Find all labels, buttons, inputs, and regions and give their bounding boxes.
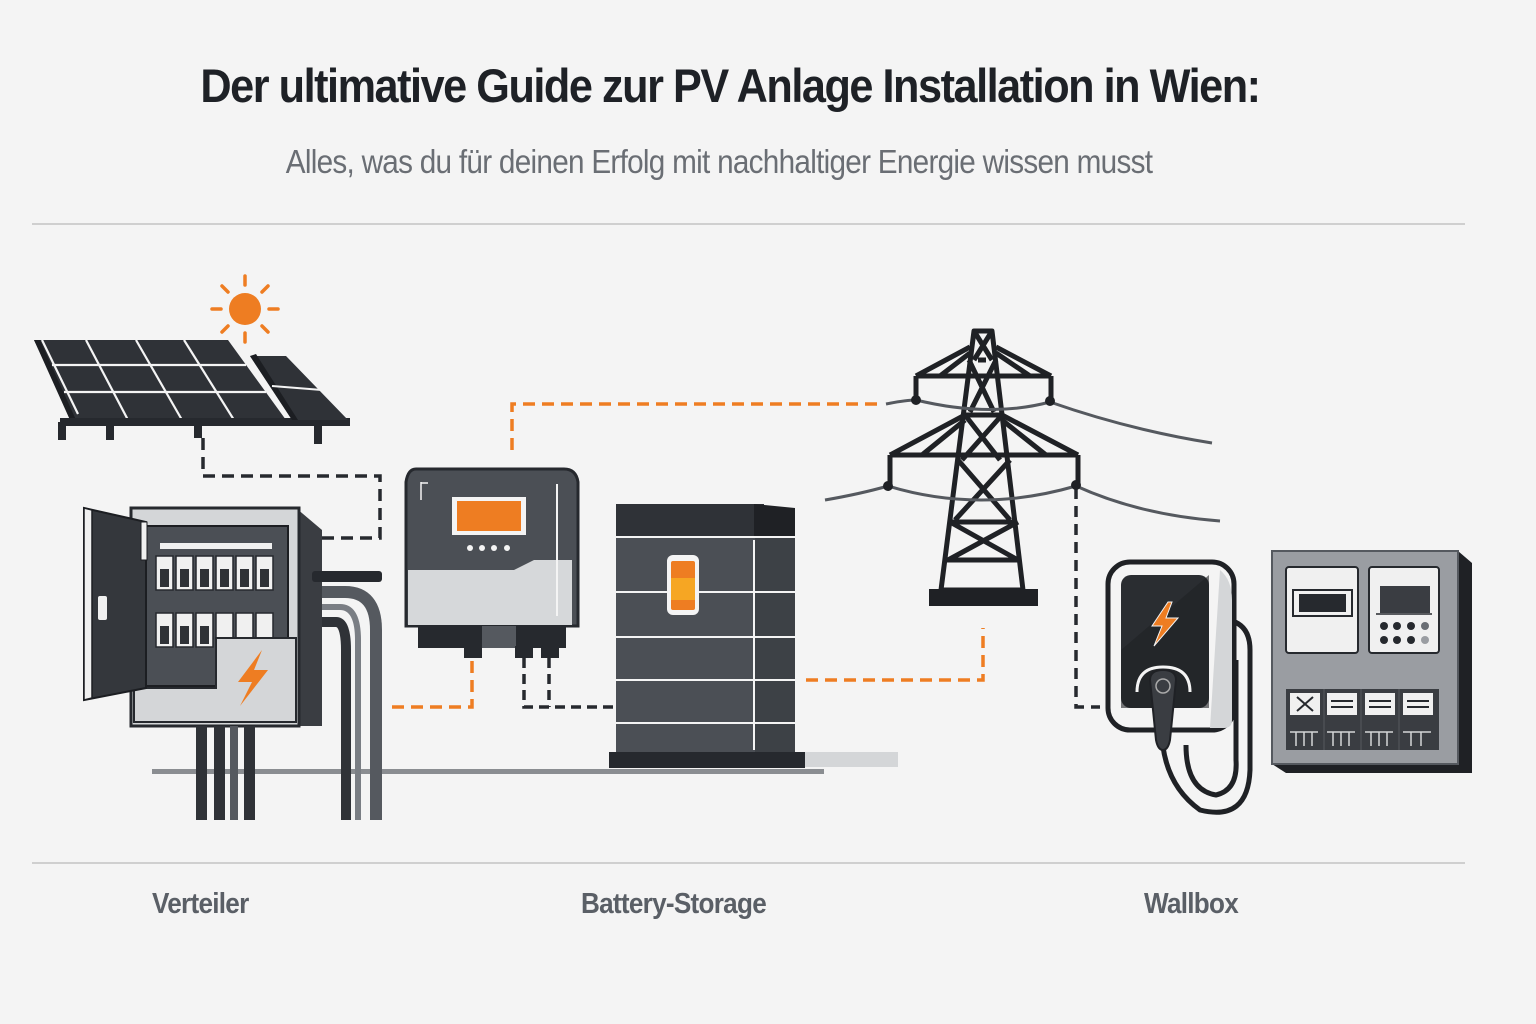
connection-grid-to-wallbox	[1074, 488, 1100, 709]
page-subtitle: Alles, was du für deinen Erfolg mit nach…	[285, 143, 1153, 180]
connection-inverter-to-grid	[510, 402, 878, 450]
label-distribution-board: Vertеiler	[152, 888, 249, 920]
connection-distribution-to-inverter	[392, 658, 474, 709]
ground-line	[152, 769, 824, 774]
solar-panel-icon	[34, 339, 350, 444]
header-divider	[32, 223, 1465, 225]
distribution-board-icon	[83, 506, 382, 820]
meter-cabinet-icon	[1271, 550, 1472, 773]
label-wallbox: Wallbox	[1144, 888, 1239, 920]
page-title: Der ultimative Guide zur PV Anlage Insta…	[200, 59, 1261, 112]
footer-divider	[32, 862, 1465, 864]
battery-storage-icon	[609, 504, 898, 768]
power-lines	[824, 398, 1221, 523]
lightning-icon	[238, 650, 268, 706]
connection-inverter-to-battery	[522, 658, 615, 709]
connection-battery-to-grid	[806, 628, 985, 682]
ev-charger-icon	[1105, 559, 1253, 815]
pylon-base	[929, 589, 1038, 606]
label-battery-storage: Battery-Storage	[581, 888, 767, 920]
power-pylon-icon	[887, 328, 1081, 593]
connection-solar-to-distribution	[201, 438, 382, 540]
inverter-icon	[404, 467, 580, 658]
sun-icon	[210, 274, 280, 344]
lightning-icon	[1151, 601, 1180, 647]
